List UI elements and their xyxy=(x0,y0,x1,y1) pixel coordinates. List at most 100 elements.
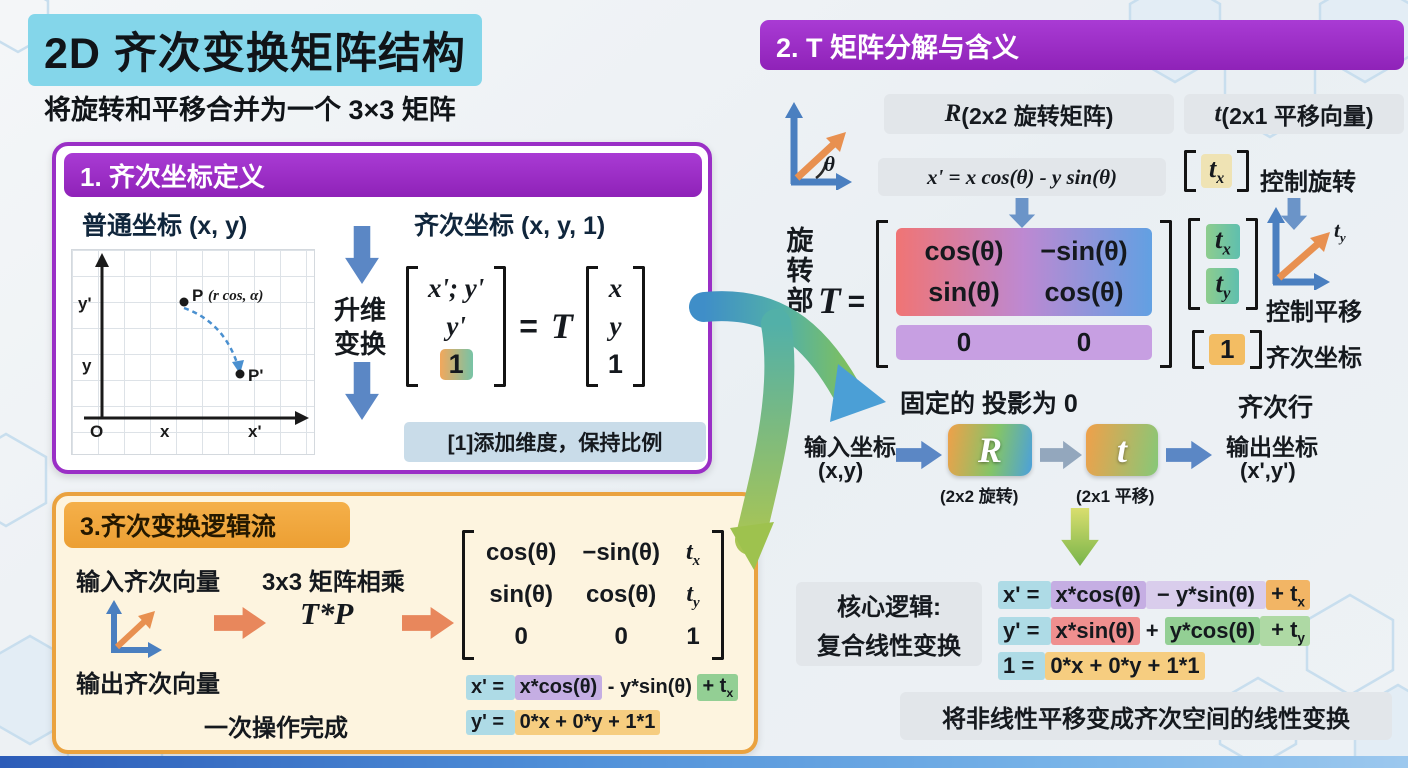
panel2-title: 2. T 矩阵分解与含义 xyxy=(776,32,1020,63)
homogeneous-coord-label: 齐次坐标 xyxy=(1266,345,1362,372)
feq-1-lhs: 1 = xyxy=(998,652,1046,680)
multiply-label: 3x3 矩阵相乘 xyxy=(262,569,405,596)
T-r1c2: −sin(θ) xyxy=(1040,236,1128,266)
R-badge-sub: (2x2 旋转) xyxy=(940,487,1019,506)
graph-label-y-prime: y' xyxy=(78,294,92,313)
tx-bracket-chip: tx xyxy=(1184,150,1250,197)
point-p-dot xyxy=(179,297,189,307)
controls-translation-label: 控制平移 xyxy=(1266,299,1362,326)
panel3-equation-y: y' = 0*x + 0*y + 1*1 xyxy=(466,710,661,735)
feq-y-d: + ty xyxy=(1260,616,1310,647)
feq-x-lhs: x' = xyxy=(998,581,1051,610)
flow-input-label: 输入坐标 xyxy=(804,434,896,460)
panel1-header: 1. 齐次坐标定义 xyxy=(64,153,702,197)
lhs-row1: x'; y' xyxy=(428,272,485,303)
final-equation-one: 1 = 0*x + 0*y + 1*1 xyxy=(998,652,1205,680)
m-r1c3: tx xyxy=(685,539,701,569)
graph-axes xyxy=(84,253,309,425)
graph-label-x-prime: x' xyxy=(248,422,262,441)
dim-up-label-2: 变换 xyxy=(334,329,387,359)
eq-x-rot: x*cos(θ) xyxy=(514,675,603,700)
panel1-title: 1. 齐次坐标定义 xyxy=(80,161,265,192)
rotation-equation-chip: x' = x cos(θ) - y sin(θ) xyxy=(878,158,1166,196)
eq-y-lhs: y' = xyxy=(466,710,515,735)
rhs-row1: x xyxy=(608,272,623,303)
T-r2c1: sin(θ) xyxy=(928,277,1000,307)
core-logic-line2: 复合线性变换 xyxy=(817,633,961,660)
flow-output-coords: (x',y') xyxy=(1240,458,1296,483)
core-logic-box: 核心逻辑: 复合线性变换 xyxy=(796,582,982,666)
lhs-vector: x'; y' y' 1 xyxy=(406,265,507,387)
t-symbol: t xyxy=(1214,100,1222,127)
R-badge-letter: R xyxy=(977,430,1002,470)
t-badge: t xyxy=(1086,424,1158,476)
graph-label-origin: O xyxy=(90,422,104,441)
dimension-note-text: [1]添加维度，保持比例 xyxy=(447,432,663,455)
graph-label-p: P xyxy=(192,286,204,305)
T-z1: 0 xyxy=(956,327,972,357)
input-vector-label: 输入齐次向量 xyxy=(76,569,220,596)
flow-input-coords: (x,y) xyxy=(818,458,864,483)
bottom-accent-bar xyxy=(0,756,1408,768)
feq-y-c: y*cos(θ) xyxy=(1164,617,1261,646)
rhs-vector: x y 1 xyxy=(585,265,645,387)
flow-output-label: 输出坐标 xyxy=(1226,434,1318,460)
graph-label-p-note: (r cos, α) xyxy=(208,288,264,304)
eq-x-mid: - y*sin(θ) xyxy=(602,676,698,698)
flow-arrow-2 xyxy=(402,607,454,639)
R-chip-text: (2x2 旋转矩阵) xyxy=(961,103,1114,129)
flow-arrow-1 xyxy=(214,607,266,639)
one-bracket-chip: 1 xyxy=(1192,330,1263,374)
m-r2c1: sin(θ) xyxy=(489,580,553,608)
point-p-prime-dot xyxy=(235,369,245,379)
core-logic-line1: 核心逻辑: xyxy=(837,594,941,621)
rotation-equation-text: x' = x cos(θ) - y sin(θ) xyxy=(926,164,1118,189)
t-chip-text: (2x1 平移向量) xyxy=(1221,103,1374,129)
one-step-label: 一次操作完成 xyxy=(204,715,348,742)
T-r1c1: cos(θ) xyxy=(924,236,1004,266)
zero-row: 0 0 xyxy=(896,325,1152,360)
translation-axis-icon: ty xyxy=(1262,206,1358,291)
lhs-row3-one: 1 xyxy=(439,348,473,380)
graph-label-y: y xyxy=(82,356,92,375)
flow-down-arrow xyxy=(1061,508,1099,566)
flow-arrow-out xyxy=(1166,440,1212,470)
connector-ribbon-arrow xyxy=(689,291,886,570)
feq-x-c: + tx xyxy=(1266,580,1310,611)
rotation-axis-icon: θ xyxy=(778,100,864,191)
bottom-note: 将非线性平移变成齐次空间的线性变换 xyxy=(900,692,1392,740)
page-title-text: 2D 齐次变换矩阵结构 xyxy=(44,30,466,78)
feq-1-rhs: 0*x + 0*y + 1*1 xyxy=(1045,652,1205,680)
eq-x-lhs: x' = xyxy=(466,675,515,700)
rotation-matrix-chip: R (2x2 旋转矩阵) xyxy=(884,94,1174,134)
panel-logic-flow: 3.齐次变换逻辑流 输入齐次向量 输出齐次向量 3x3 矩阵相乘 T*P xyxy=(52,492,758,754)
panel3-header: 3.齐次变换逻辑流 xyxy=(64,502,350,548)
homogeneous-row-label: 齐次行 xyxy=(1238,394,1314,422)
rhs-row2: y xyxy=(609,310,622,341)
eq-x-trans: + tx xyxy=(697,674,739,701)
bottom-note-text: 将非线性平移变成齐次空间的线性变换 xyxy=(942,705,1350,733)
axis-vector-icon xyxy=(100,598,174,658)
lhs-row2: y' xyxy=(446,310,466,341)
translation-vector-chip: t (2x1 平移向量) xyxy=(1184,94,1404,134)
panel2-header: 2. T 矩阵分解与含义 xyxy=(760,20,1404,70)
tvec-ty: ty xyxy=(1206,268,1240,304)
m-r1c1: cos(θ) xyxy=(486,539,557,566)
tp-expression: T*P xyxy=(300,596,354,631)
m-r1c2: −sin(θ) xyxy=(582,539,660,566)
T-equals: T = xyxy=(818,280,865,323)
panel-homogeneous-definition: 1. 齐次坐标定义 普通坐标 (x, y) y' y O x x' P (r c… xyxy=(52,142,712,474)
panel3-equation-x: x' = x*cos(θ) - y*sin(θ) + tx xyxy=(466,674,739,701)
theta-label: θ xyxy=(824,152,835,176)
T-matrix: cos(θ) −sin(θ) sin(θ) cos(θ) 0 0 xyxy=(876,220,1172,373)
page-title: 2D 齐次变换矩阵结构 xyxy=(28,14,482,86)
m-r2c2: cos(θ) xyxy=(585,580,657,608)
m-r3c1: 0 xyxy=(514,622,528,650)
feq-x-b: − y*sin(θ) xyxy=(1145,581,1267,610)
transform-matrix-3x3: cos(θ) −sin(θ) tx sin(θ) cos(θ) ty 0 0 1 xyxy=(462,530,725,665)
dim-up-arrow-top xyxy=(345,226,379,284)
T-r2c2: cos(θ) xyxy=(1044,277,1124,307)
feq-y-lhs: y' = xyxy=(998,617,1051,646)
final-equation-x: x' = x*cos(θ) − y*sin(θ) + tx xyxy=(998,580,1310,611)
